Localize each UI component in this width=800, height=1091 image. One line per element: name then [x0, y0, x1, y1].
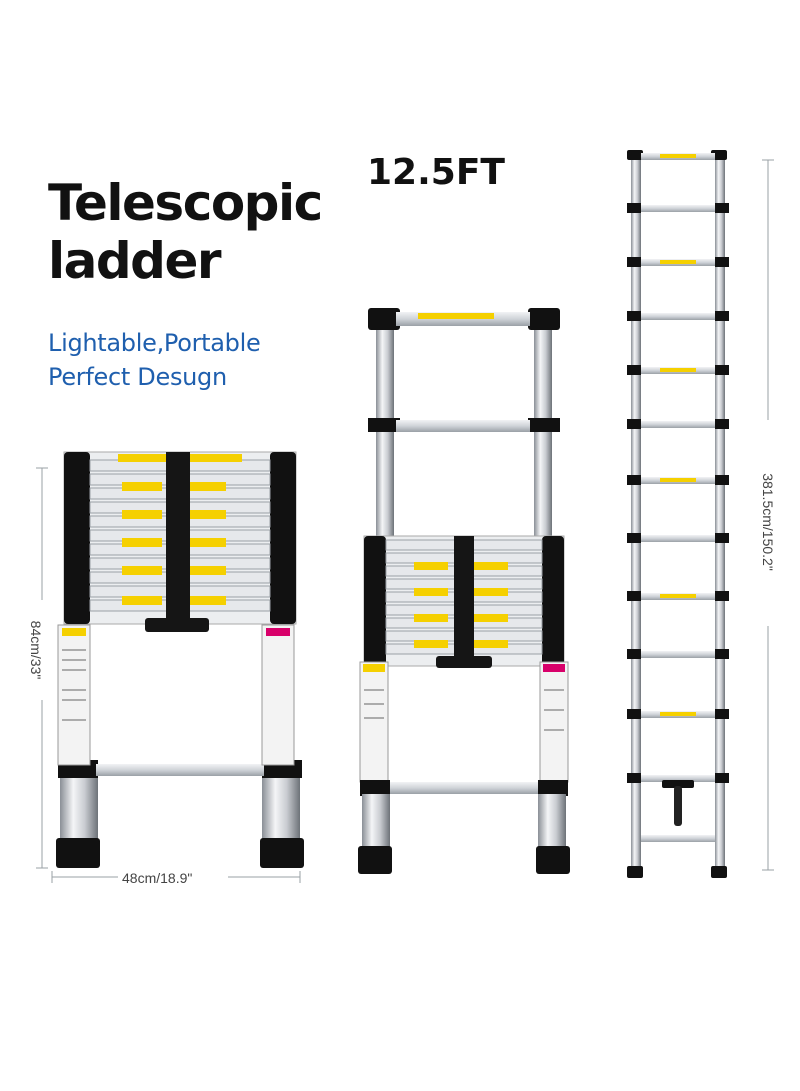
partially-extended-ladder [358, 308, 570, 874]
collapsed-height-label: 84cm/33" [28, 620, 44, 680]
width-dimension-label: 48cm/18.9" [122, 870, 193, 886]
tagline-line-2: Perfect Desugn [48, 363, 227, 391]
tagline-line-1: Lightable,Portable [48, 329, 261, 357]
headline: Telescopic ladder [48, 174, 323, 290]
collapsed-ladder [56, 451, 304, 868]
fully-extended-ladder [627, 150, 729, 878]
tagline: Lightable,Portable Perfect Desugn [48, 326, 261, 394]
headline-line-2: ladder [48, 232, 222, 290]
dimension-lines [36, 159, 774, 883]
extended-height-label: 381.5cm/150.2" [760, 473, 776, 571]
headline-line-1: Telescopic [48, 174, 323, 232]
size-label: 12.5FT [367, 152, 505, 193]
